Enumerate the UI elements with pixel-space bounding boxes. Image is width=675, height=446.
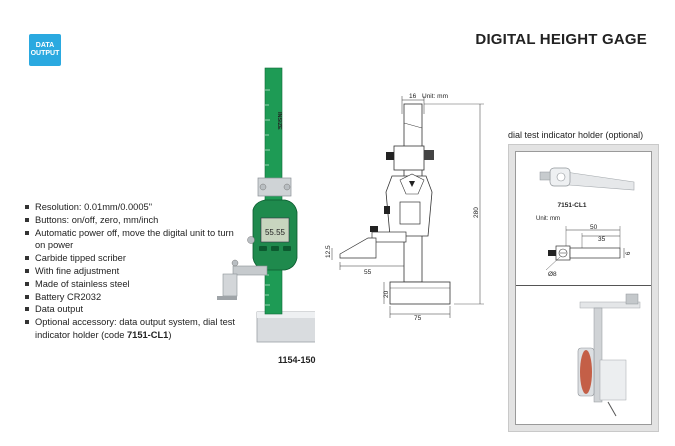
badge-line2: OUTPUT xyxy=(30,50,60,57)
height-gage-photo: INSIZE 55.55 xyxy=(217,67,315,343)
accessory-unit-label: Unit: mm xyxy=(536,216,560,222)
scriber-tip xyxy=(217,296,237,300)
lcd-screen xyxy=(260,217,290,243)
dim-scriber-height: 12.5 xyxy=(325,245,332,258)
beam-brand-text: INSIZE xyxy=(276,112,282,130)
page-title: DIGITAL HEIGHT GAGE xyxy=(475,31,647,48)
feature-item: Resolution: 0.01mm/0.0005" xyxy=(24,201,244,214)
dim-accessory-offset: 35 xyxy=(598,236,606,243)
feature-item: Carbide tipped scriber xyxy=(24,252,244,265)
lcd-reading: 55.55 xyxy=(265,228,286,237)
drawing-arrow-icon xyxy=(409,181,415,187)
accessory-note-prefix: Optional accessory: data output system, … xyxy=(35,317,235,340)
drawing-knob-icon xyxy=(370,226,378,232)
drawing-screen xyxy=(399,201,421,225)
upper-clamp xyxy=(257,177,292,197)
feature-item: Data output xyxy=(24,303,244,316)
clamp-knob-icon xyxy=(283,183,291,191)
drawing-scriber xyxy=(339,237,377,259)
scriber-clamp xyxy=(232,265,268,276)
accessory-screw-icon xyxy=(548,250,556,256)
feature-item: Made of stainless steel xyxy=(24,278,244,291)
dim-accessory-thickness: 6 xyxy=(626,251,632,255)
display-button-icon xyxy=(283,246,291,251)
beam-scale-ticks xyxy=(265,89,270,306)
feature-item: With fine adjustment xyxy=(24,265,244,278)
drawing-upper-slider xyxy=(393,145,425,171)
dim-accessory-hole: Ø8 xyxy=(548,271,557,278)
accessory-panel-inner: 7151-CL1 Unit: mm 50 35 6 Ø8 xyxy=(515,151,652,425)
accessory-panel: 7151-CL1 Unit: mm 50 35 6 Ø8 xyxy=(508,144,659,432)
accessory-code: 7151-CL1 xyxy=(558,202,587,209)
dim-overall-height: 280 xyxy=(473,207,480,218)
accessory-divider xyxy=(516,285,651,286)
model-code: 1154-150 xyxy=(278,355,316,365)
drawing-knob-icon xyxy=(384,206,390,214)
drawing-base xyxy=(389,281,451,305)
dim-scriber-reach: 55 xyxy=(364,269,372,276)
accessory-section-label: dial test indicator holder (optional) xyxy=(508,130,644,140)
accessory-drawings: 7151-CL1 Unit: mm 50 35 6 Ø8 xyxy=(536,167,641,417)
dial-indicator-photo xyxy=(577,293,641,417)
data-output-badge: DATA OUTPUT xyxy=(29,34,61,66)
drawing-scriber-clamp xyxy=(371,231,407,243)
feature-item-accessory: Optional accessory: data output system, … xyxy=(24,316,244,342)
display-button-icon xyxy=(271,246,279,251)
feature-list: Resolution: 0.01mm/0.0005" Buttons: on/o… xyxy=(24,201,244,342)
feature-item: Buttons: on/off, zero, mm/inch xyxy=(24,214,244,227)
accessory-arm xyxy=(569,247,621,259)
drawing-unit-label: Unit: mm xyxy=(422,93,448,100)
scriber-holder xyxy=(222,273,238,297)
drawing-knob-icon xyxy=(424,150,434,160)
dim-base-height: 20 xyxy=(383,290,390,298)
scriber-screw-icon xyxy=(231,259,239,267)
clamp-knob-icon xyxy=(259,183,267,191)
fine-adjust-knob-icon xyxy=(247,236,255,244)
badge-line1: DATA xyxy=(35,42,55,49)
dim-base-width: 75 xyxy=(414,315,422,322)
accessory-note-code: 7151-CL1 xyxy=(127,329,169,340)
accessory-note-suffix: ) xyxy=(168,329,172,340)
display-button-icon xyxy=(259,246,267,251)
feature-item: Automatic power off, move the digital un… xyxy=(24,227,244,253)
drawing-knob-icon xyxy=(386,152,394,160)
dim-top-width: 16 xyxy=(409,93,417,100)
gage-base-top xyxy=(257,312,315,318)
dim-accessory-length: 50 xyxy=(590,224,598,231)
holder-photo xyxy=(539,167,635,191)
feature-item: Battery CR2032 xyxy=(24,291,244,304)
technical-drawing: Unit: mm 16 12.5 55 20 75 280 xyxy=(325,93,484,322)
